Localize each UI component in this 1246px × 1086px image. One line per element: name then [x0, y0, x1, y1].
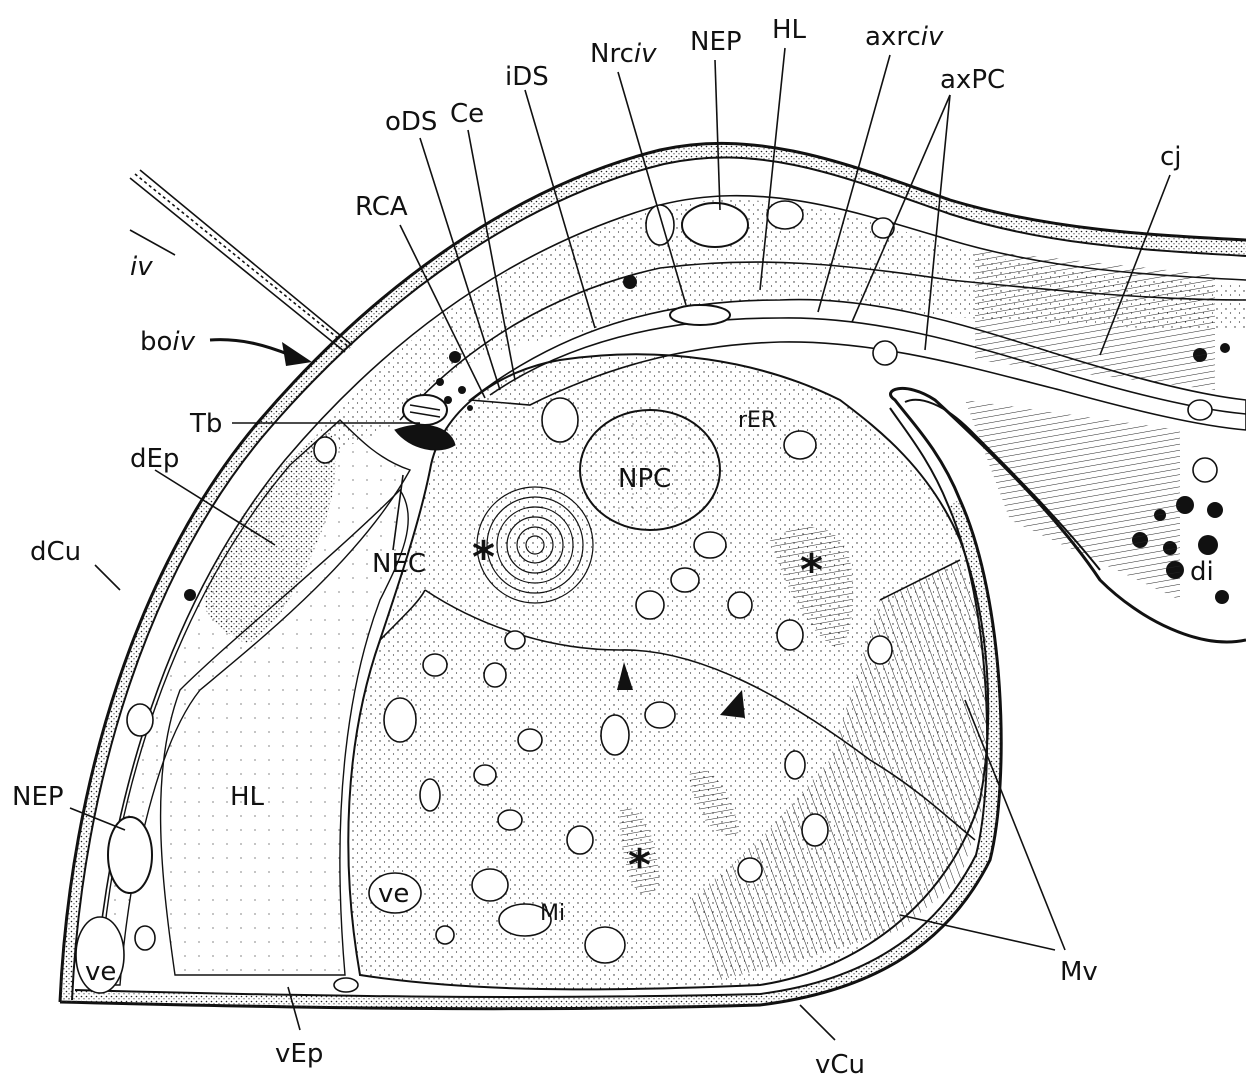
label-dCu: dCu: [30, 537, 81, 567]
label-di: di: [1190, 557, 1214, 587]
tubular-body: [403, 395, 447, 425]
label-axPC: axPC: [940, 65, 1005, 95]
epithelial-nucleus-left: [108, 817, 152, 893]
label-vCu: vCu: [815, 1050, 865, 1080]
epithelial-nucleus-top: [682, 203, 748, 247]
iv-process: [130, 170, 352, 352]
asterisk-bundle-lower: *: [628, 840, 651, 891]
label-iv: iv: [130, 252, 153, 282]
label-dEp: dEp: [130, 444, 179, 474]
label-NEP-left: NEP: [12, 782, 64, 812]
label-rER: rER: [738, 408, 776, 433]
label-Mi: Mi: [540, 901, 565, 926]
label-NEP-top: NEP: [690, 27, 742, 57]
label-HL-top: HL: [772, 15, 807, 45]
label-RCA: RCA: [355, 192, 408, 222]
label-Nrciv: Nrciv: [590, 39, 657, 69]
label-oDS: oDS: [385, 107, 437, 137]
label-NPC: NPC: [618, 464, 671, 494]
label-ve-left: ve: [85, 957, 116, 987]
label-boiv: boiv: [140, 327, 196, 357]
asterisk-bundle-right: *: [800, 545, 823, 596]
boiv-arrow: [210, 340, 312, 366]
label-Ce: Ce: [450, 99, 484, 129]
nucleus-nrc: [670, 305, 730, 325]
label-ve-mid: ve: [378, 879, 409, 909]
label-Mv: Mv: [1060, 957, 1098, 987]
label-HL-left: HL: [230, 782, 265, 812]
label-Tb: Tb: [189, 409, 222, 439]
label-iDS: iDS: [505, 62, 549, 92]
label-cj: cj: [1160, 142, 1182, 172]
label-vEp: vEp: [275, 1039, 323, 1069]
label-NEC: NEC: [372, 549, 426, 579]
cuticular-junction-lower: [965, 400, 1180, 600]
label-axrciv: axrciv: [865, 22, 944, 52]
asterisk-whorl: *: [472, 532, 495, 583]
